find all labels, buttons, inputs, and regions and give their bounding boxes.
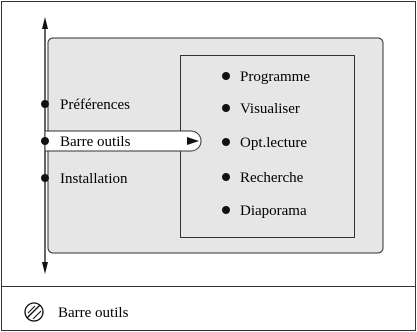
bullet-icon (222, 206, 230, 214)
submenu-pointer-icon (187, 137, 199, 145)
submenu-item-diaporama[interactable]: Diaporama (240, 203, 307, 219)
bullet-icon (41, 100, 49, 108)
no-entry-icon (24, 302, 44, 322)
submenu-item-visualiser[interactable]: Visualiser (240, 101, 300, 117)
menu-item-installation[interactable]: Installation (60, 171, 128, 187)
scroll-up-arrow-icon[interactable] (42, 17, 48, 29)
submenu-item-programme[interactable]: Programme (240, 69, 310, 85)
scroll-down-arrow-icon[interactable] (42, 262, 48, 274)
selected-highlight (44, 130, 202, 152)
bullet-icon (222, 72, 230, 80)
footer-label: Barre outils (58, 305, 129, 321)
menu-item-barre-outils[interactable]: Barre outils (60, 134, 131, 150)
bullet-icon (41, 137, 49, 145)
submenu-box (180, 55, 355, 238)
bullet-icon (222, 138, 230, 146)
submenu-item-recherche[interactable]: Recherche (240, 170, 304, 186)
bullet-icon (222, 104, 230, 112)
bullet-icon (222, 173, 230, 181)
bullet-icon (41, 174, 49, 182)
menu-item-preferences[interactable]: Préférences (60, 97, 130, 113)
submenu-item-opt-lecture[interactable]: Opt.lecture (240, 135, 307, 151)
